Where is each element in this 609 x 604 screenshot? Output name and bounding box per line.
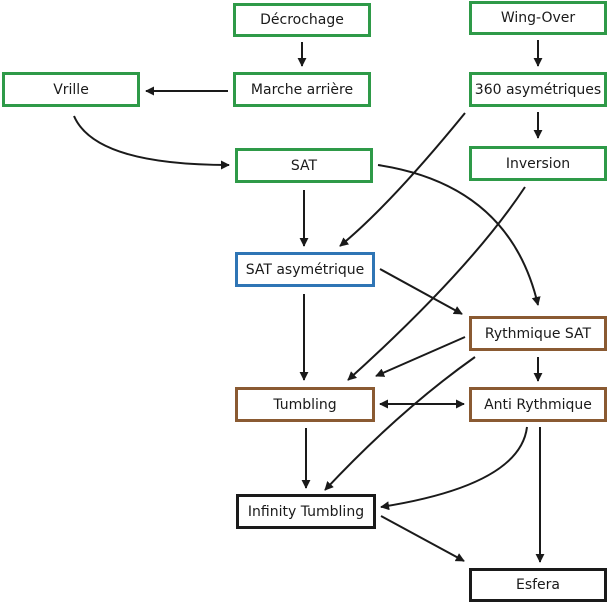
edge-inversion-to-tumbling	[347, 186, 526, 381]
node-sat: SAT	[235, 148, 373, 183]
node-label: Vrille	[53, 81, 89, 98]
node-infinity-tumbling: Infinity Tumbling	[236, 494, 376, 529]
node-anti-rythmique: Anti Rythmique	[469, 387, 607, 422]
node-tumbling: Tumbling	[235, 387, 375, 422]
node-label: Décrochage	[260, 12, 344, 28]
edge-antiryth-to-infinity	[380, 426, 528, 511]
node-label: Marche arrière	[250, 81, 354, 98]
node-marche-arriere: Marche arrière	[233, 72, 371, 107]
node-label: Esfera	[515, 577, 561, 593]
edge-rythsat-to-tumbling	[375, 336, 466, 377]
node-decrochage: Décrochage	[233, 3, 371, 37]
node-label: Anti Rythmique	[484, 396, 592, 413]
edge-vrille-to-sat	[73, 115, 230, 170]
node-label: 360 asymétriques	[474, 81, 602, 98]
edge-asym360-to-satasym	[339, 112, 466, 247]
node-sat-asymetrique: SAT asymétrique	[235, 252, 375, 287]
node-vrille: Vrille	[2, 72, 140, 107]
node-esfera: Esfera	[469, 568, 607, 602]
edge-rythsat-to-infinity	[324, 356, 476, 491]
node-label: Tumbling	[273, 396, 337, 413]
node-label: Rythmique SAT	[484, 325, 592, 342]
node-label: SAT asymétrique	[245, 261, 365, 278]
node-label: Infinity Tumbling	[247, 503, 365, 520]
node-label: SAT	[290, 157, 318, 174]
node-rythmique-sat: Rythmique SAT	[469, 316, 607, 351]
node-wing-over: Wing-Over	[469, 1, 607, 35]
node-inversion: Inversion	[469, 146, 607, 181]
edge-satasym-to-rythsat	[379, 268, 463, 315]
node-label: Wing-Over	[500, 10, 576, 26]
node-label: Inversion	[505, 155, 571, 172]
node-360-asymetriques: 360 asymétriques	[469, 72, 607, 107]
edge-sat-to-rythsat	[377, 164, 541, 306]
edge-infinity-to-esfera	[380, 515, 465, 562]
